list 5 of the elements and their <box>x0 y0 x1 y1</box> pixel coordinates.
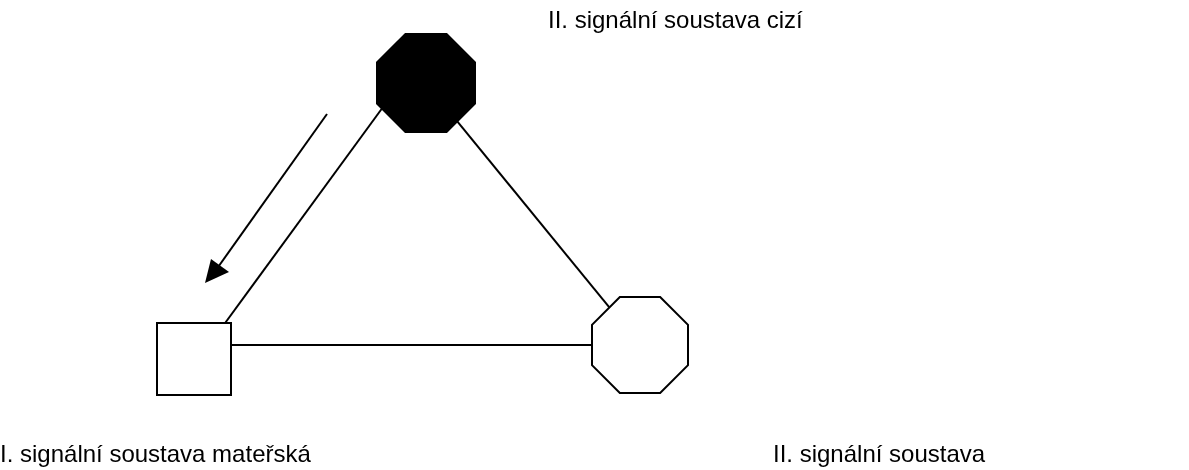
connector-line <box>456 120 611 309</box>
node-label: I. signální soustava mateřská <box>0 440 311 468</box>
node-label: II. signální soustava cizí <box>548 6 803 34</box>
connector-line <box>224 107 383 324</box>
node-label: II. signální soustava <box>773 440 986 468</box>
